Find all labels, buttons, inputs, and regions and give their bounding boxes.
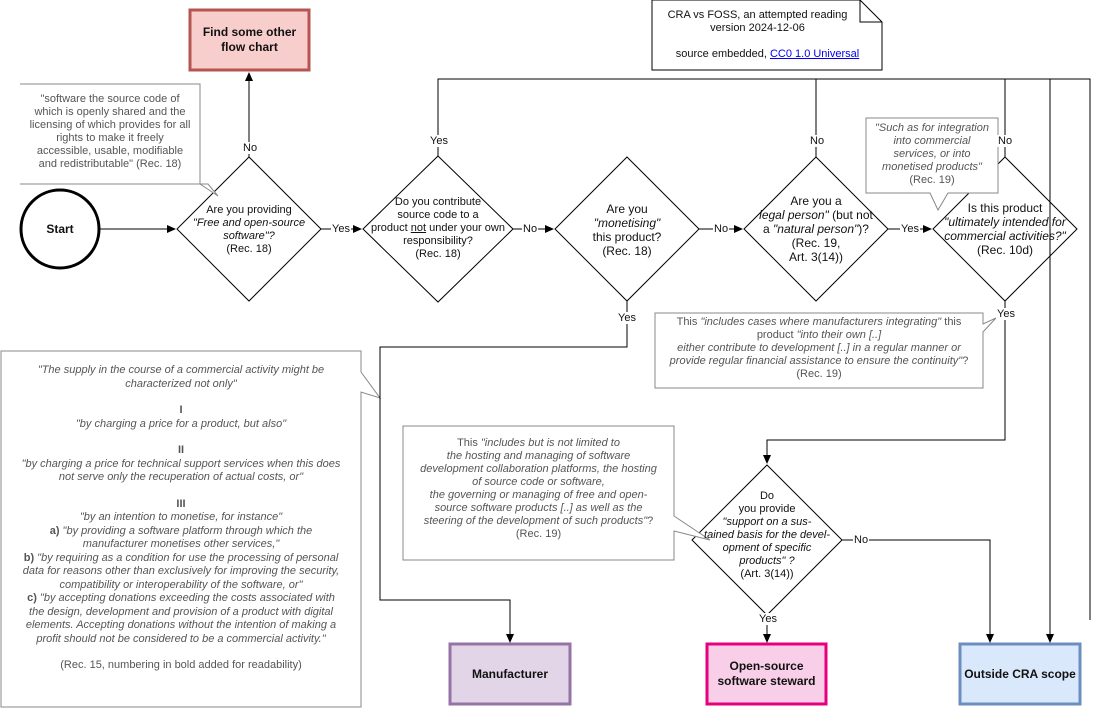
header-fold: [859, 0, 882, 23]
label-q2-no: No: [522, 223, 539, 235]
q5-text: Is this product "ultimately intended for…: [944, 201, 1066, 257]
commercial-activity-note: "The supply in the course of a commercia…: [21, 364, 341, 671]
q2-text: Do you contribute source code to a produ…: [371, 196, 505, 260]
q1-text: Are you providing "Free and open-source …: [192, 204, 306, 255]
manufacturer-label: Manufacturer: [471, 666, 548, 681]
foss-definition-note: "software the source code of which is op…: [29, 93, 191, 170]
header-version: version 2024-12-06: [710, 22, 805, 34]
find-other-box: [188, 8, 311, 72]
outside-box: [958, 642, 1082, 706]
header-source-prefix: source embedded,: [675, 48, 770, 60]
header-document-shape: [651, 0, 883, 71]
start-label: Start: [46, 221, 74, 236]
foss-note-shape: [20, 83, 219, 197]
manufacturers-note-shape: [654, 312, 997, 389]
label-q5-no: No: [997, 135, 1014, 147]
edge-q3-yes-manufacturer: [379, 301, 628, 643]
label-q4-no: No: [809, 135, 826, 147]
label-q5-yes: Yes: [996, 308, 1016, 320]
steward-note-shape: [402, 425, 711, 561]
integration-note-shape: [865, 117, 999, 212]
label-q3-no: No: [713, 223, 730, 235]
manufacturer-box: [448, 642, 572, 706]
edge-q5-yes-q6: [763, 301, 1006, 464]
commercial-note-shape: [0, 350, 382, 708]
edge-outside-drop: [1050, 79, 1091, 642]
label-q3-yes: Yes: [617, 312, 637, 324]
steward-box: [705, 642, 828, 706]
label-q1-yes: Yes: [331, 223, 351, 235]
steward-note: This "includes but is not limited to the…: [420, 437, 657, 540]
label-q1-no: No: [242, 142, 259, 154]
find-other-label: Find some other flow chart: [202, 25, 297, 54]
header-title: CRA vs FOSS, an attempted reading: [667, 9, 848, 21]
q4-diamond: [743, 156, 889, 302]
manufacturers-note: This "includes cases where manufacturers…: [669, 316, 969, 380]
label-q4-yes: Yes: [900, 223, 920, 235]
label-q6-no: No: [853, 534, 870, 546]
license-link[interactable]: CC0 1.0 Universal: [769, 48, 860, 60]
outside-label: Outside CRA scope: [964, 666, 1076, 681]
header-source: source embedded, CC0 1.0 Universal: [655, 48, 880, 61]
steward-label: Open-source software steward: [717, 659, 816, 688]
integration-note: "Such as for integration into commercial…: [875, 122, 989, 186]
q3-text: Are you "monetising" this product? (Rec.…: [592, 202, 662, 258]
q4-text: Are you a legal person" (but not a "natu…: [759, 194, 873, 264]
q6-text: Do you provide "support on a sus- tained…: [704, 490, 830, 580]
label-q2-yes: Yes: [429, 135, 449, 147]
q2-diamond: [362, 155, 514, 303]
label-q6-yes: Yes: [758, 613, 778, 625]
start-circle: [19, 188, 101, 270]
edge-q2-yes-outside: [437, 78, 1091, 620]
edge-q6-no-outside: [842, 539, 994, 643]
